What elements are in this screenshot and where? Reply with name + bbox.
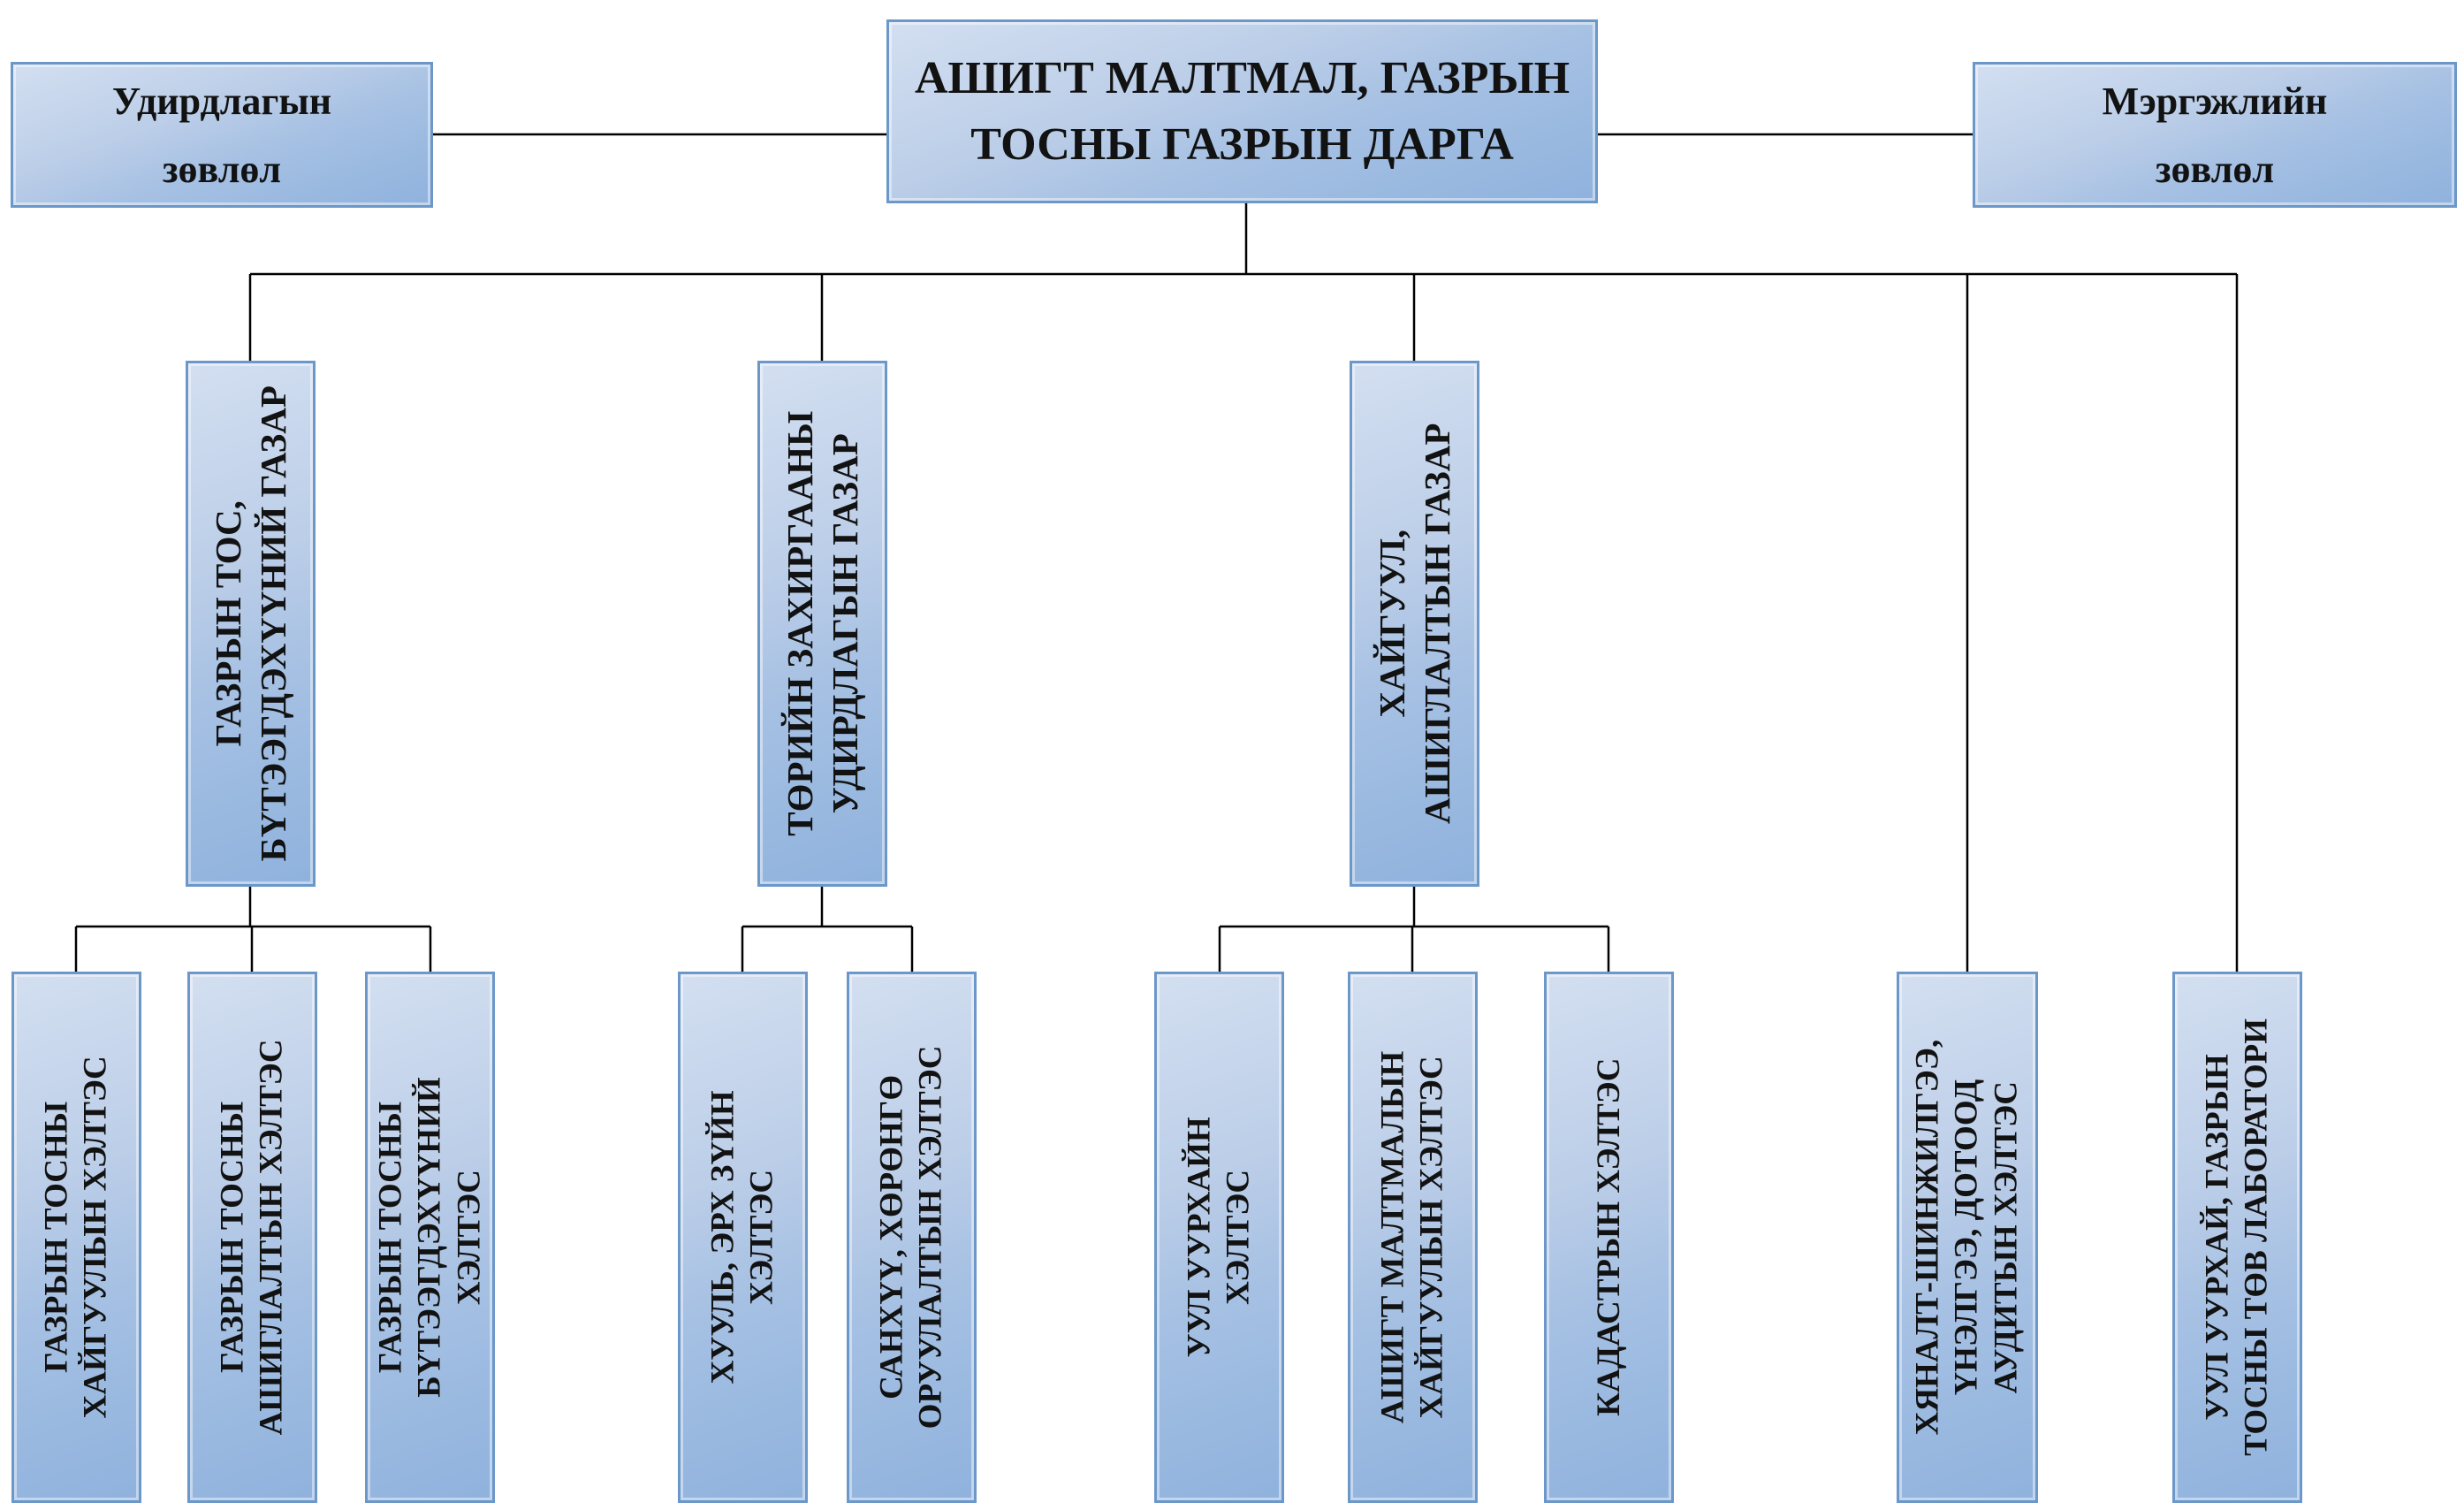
division-label: ХУУЛЬ, ЭРХ ЗҮЙН ХЭЛТЭС (704, 1090, 780, 1384)
division-label: КАДАСТРЫН ХЭЛТЭС (1590, 1057, 1627, 1417)
box-director: АШИГТ МАЛТМАЛ, ГАЗРЫН ТОСНЫ ГАЗРЫН ДАРГА (886, 19, 1598, 203)
box-management-council: Удирдлагын зөвлөл (11, 62, 433, 208)
box-unit-monitoring-audit: ХЯНАЛТ-ШИНЖИЛГЭЭ, ҮНЭЛГЭЭ, ДОТООД АУДИТЫ… (1897, 972, 2038, 1503)
box-division-petroleum-production: ГАЗРЫН ТОСНЫ АШИГЛАЛТЫН ХЭЛТЭС (187, 972, 317, 1503)
division-label: АШИГТ МАЛТМАЛЫН ХАЙГУУЛЫН ХЭЛТЭС (1374, 1050, 1450, 1424)
division-label: ГАЗРЫН ТОСНЫ БҮТЭЭГДЭХҮҮНИЙ ХЭЛТЭС (371, 1077, 487, 1398)
unit-label: УУЛ УУРХАЙ, ГАЗРЫН ТОСНЫ ТӨВ ЛАБОРАТОРИ (2199, 1018, 2275, 1456)
box-dept-petroleum-products: ГАЗРЫН ТОС, БҮТЭЭГДЭХҮҮНИЙ ГАЗАР (186, 361, 316, 887)
box-division-petroleum-exploration: ГАЗРЫН ТОСНЫ ХАЙГУУЛЫН ХЭЛТЭС (11, 972, 141, 1503)
box-dept-exploration-mining: ХАЙГУУЛ, АШИГЛАЛТЫН ГАЗАР (1350, 361, 1479, 887)
box-division-cadastre: КАДАСТРЫН ХЭЛТЭС (1544, 972, 1674, 1503)
dept-label: ХАЙГУУЛ, АШИГЛАЛТЫН ГАЗАР (1371, 423, 1457, 825)
unit-label: ХЯНАЛТ-ШИНЖИЛГЭЭ, ҮНЭЛГЭЭ, ДОТООД АУДИТЫ… (1909, 1039, 2025, 1436)
box-division-petroleum-products: ГАЗРЫН ТОСНЫ БҮТЭЭГДЭХҮҮНИЙ ХЭЛТЭС (365, 972, 495, 1503)
division-label: САНХҮҮ, ХӨРӨНГӨ ОРУУЛАЛТЫН ХЭЛТЭС (873, 1045, 949, 1430)
dept-label: ГАЗРЫН ТОС, БҮТЭЭГДЭХҮҮНИЙ ГАЗАР (207, 385, 293, 862)
division-label: УУЛ УУРХАЙН ХЭЛТЭС (1181, 1117, 1257, 1358)
box-division-legal: ХУУЛЬ, ЭРХ ЗҮЙН ХЭЛТЭС (678, 972, 808, 1503)
division-label: ГАЗРЫН ТОСНЫ АШИГЛАЛТЫН ХЭЛТЭС (214, 1039, 290, 1436)
dept-label: ТӨРИЙН ЗАХИРГААНЫ УДИРДЛАГЫН ГАЗАР (779, 411, 865, 836)
division-label: ГАЗРЫН ТОСНЫ ХАЙГУУЛЫН ХЭЛТЭС (38, 1056, 114, 1419)
box-professional-council: Мэргэжлийн зөвлөл (1973, 62, 2457, 208)
box-division-minerals-exploration: АШИГТ МАЛТМАЛЫН ХАЙГУУЛЫН ХЭЛТЭС (1348, 972, 1478, 1503)
box-division-mining: УУЛ УУРХАЙН ХЭЛТЭС (1154, 972, 1284, 1503)
box-dept-state-administration: ТӨРИЙН ЗАХИРГААНЫ УДИРДЛАГЫН ГАЗАР (757, 361, 887, 887)
box-division-finance-investment: САНХҮҮ, ХӨРӨНГӨ ОРУУЛАЛТЫН ХЭЛТЭС (847, 972, 977, 1503)
box-unit-central-laboratory: УУЛ УУРХАЙ, ГАЗРЫН ТОСНЫ ТӨВ ЛАБОРАТОРИ (2172, 972, 2302, 1503)
